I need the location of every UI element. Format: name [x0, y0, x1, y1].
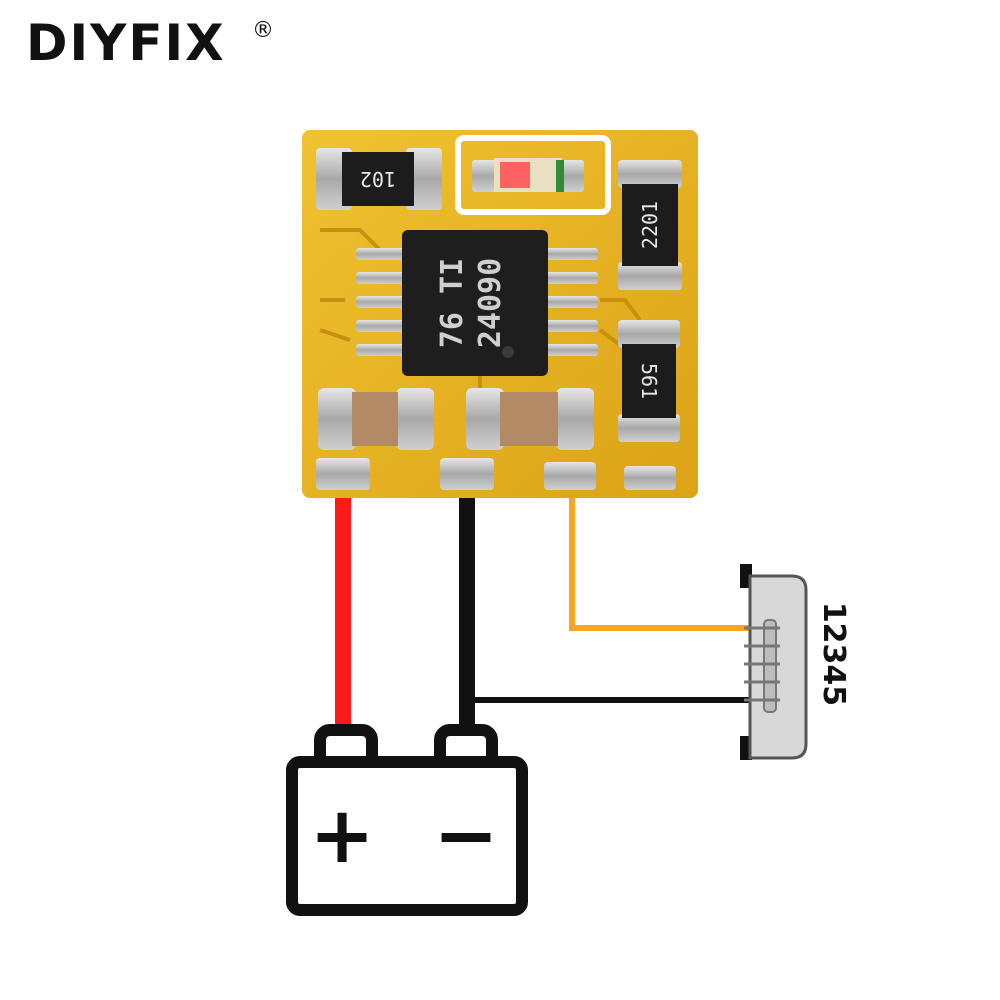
charging-module: 102 2201 561 [302, 130, 698, 498]
signal-wire [569, 488, 750, 631]
ic-marking-line2: 24090 [473, 258, 508, 348]
capacitor-right [466, 388, 594, 450]
capacitor-left [318, 388, 434, 450]
brand-logo-text: DIYFIX [26, 14, 226, 72]
battery-negative-symbol: − [433, 791, 498, 881]
micro-usb-connector: 12345 [740, 564, 851, 760]
pad-unused [624, 466, 676, 490]
connector-pin-numbers: 12345 [816, 602, 851, 706]
ic-marking-line1: 76 TI [435, 258, 470, 348]
status-led [455, 135, 611, 215]
resistor-2201: 2201 [618, 160, 682, 290]
positive-wire [335, 488, 351, 738]
resistor-102: 102 [316, 148, 442, 210]
pad-negative [440, 458, 494, 490]
charger-ic: 76 TI 24090 [356, 230, 598, 376]
pad-signal [544, 462, 596, 490]
resistor-561: 561 [618, 320, 680, 442]
wires [335, 488, 750, 738]
pad-positive [316, 458, 370, 490]
resistor-2201-label: 2201 [638, 201, 662, 249]
battery-icon: + − [286, 724, 528, 916]
resistor-102-label: 102 [360, 167, 396, 191]
negative-wire [459, 488, 475, 738]
resistor-561-label: 561 [637, 363, 661, 399]
battery-positive-symbol: + [309, 791, 374, 881]
registered-mark: ® [252, 18, 274, 43]
edge-pads [316, 458, 676, 490]
